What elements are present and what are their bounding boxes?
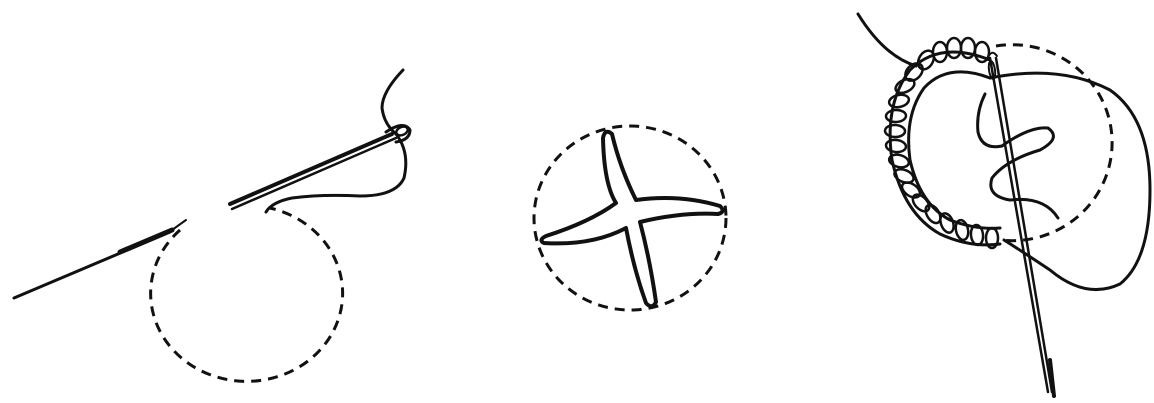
- panel-step-1: [14, 70, 410, 381]
- thread-icon: [978, 94, 1058, 218]
- needle-icon: [14, 125, 410, 298]
- dashed-circle-icon: [151, 208, 343, 381]
- thread-icon: [266, 70, 406, 212]
- cross-cut-icon: [541, 132, 722, 307]
- panel-step-2: [534, 126, 726, 310]
- needle-icon: [987, 53, 1054, 396]
- dashed-circle-icon: [534, 126, 726, 310]
- panel-step-3: [858, 14, 1150, 396]
